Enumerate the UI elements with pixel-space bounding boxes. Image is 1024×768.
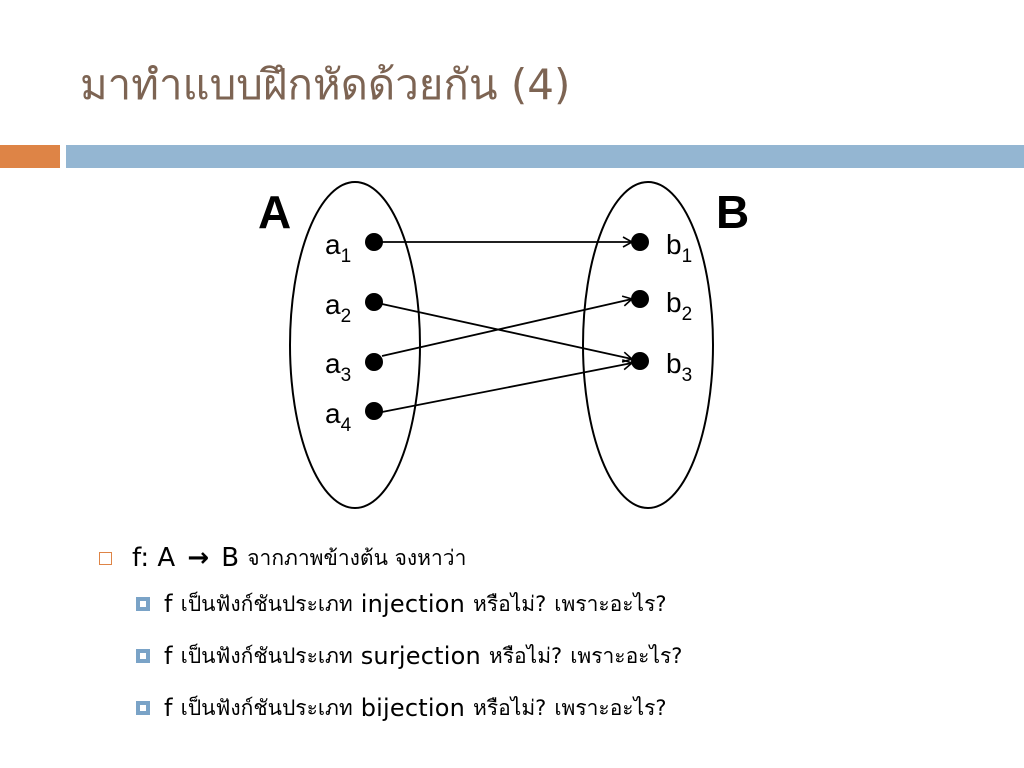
function-name: f: <box>132 543 150 573</box>
element-a3: a3 <box>325 348 351 386</box>
question-why: เพราะอะไร? <box>554 695 667 720</box>
element-a2: a2 <box>325 289 351 327</box>
element-b3: b3 <box>666 348 692 386</box>
element-a4: a4 <box>325 398 352 436</box>
dot-b2 <box>631 290 649 308</box>
bullet-prefix: เป็นฟังก์ชันประเภท <box>180 591 353 616</box>
bullet-list: f: A → B จากภาพข้างต้น จงหาว่า f เป็นฟัง… <box>96 538 996 734</box>
element-b2: b2 <box>666 287 692 325</box>
bullet-sub-bijection: f เป็นฟังก์ชันประเภท bijection หรือไม่? … <box>136 682 996 734</box>
function-kind: bijection <box>360 694 466 722</box>
set-b-ellipse <box>582 181 714 509</box>
bullet-main-text: จากภาพข้างต้น จงหาว่า <box>247 545 467 570</box>
header-bar-accent <box>0 145 60 168</box>
dot-a2 <box>365 293 383 311</box>
question-why: เพราะอะไร? <box>570 643 683 668</box>
function-name: f <box>164 590 173 618</box>
question-whether: หรือไม่? <box>473 695 547 720</box>
arrow-a2-b3 <box>381 303 634 363</box>
right-arrow-icon: → <box>187 543 210 573</box>
arrow-a4-b3 <box>381 359 634 413</box>
square-bullet-icon <box>136 701 150 715</box>
question-whether: หรือไม่? <box>473 591 547 616</box>
square-bullet-icon <box>136 597 150 611</box>
set-a-label: A <box>258 186 291 238</box>
function-kind: injection <box>360 590 465 618</box>
bullet-main: f: A → B จากภาพข้างต้น จงหาว่า <box>96 538 996 578</box>
domain-label: A <box>157 543 176 573</box>
codomain-label: B <box>221 543 240 573</box>
function-kind: surjection <box>360 642 481 670</box>
bullet-prefix: เป็นฟังก์ชันประเภท <box>180 643 353 668</box>
question-why: เพราะอะไร? <box>554 591 667 616</box>
dot-b1 <box>631 233 649 251</box>
dot-b3 <box>631 352 649 370</box>
bullet-prefix: เป็นฟังก์ชันประเภท <box>180 695 353 720</box>
set-a-ellipse <box>289 181 421 509</box>
function-name: f <box>164 694 173 722</box>
bullet-sub-injection: f เป็นฟังก์ชันประเภท injection หรือไม่? … <box>136 578 996 630</box>
arrow-a3-b2 <box>381 295 634 357</box>
function-name: f <box>164 642 173 670</box>
dot-a1 <box>365 233 383 251</box>
slide-title: มาทำแบบฝึกหัดด้วยกัน (4) <box>80 60 571 109</box>
dot-a3 <box>365 353 383 371</box>
element-b1: b1 <box>666 229 692 267</box>
hollow-square-bullet-icon <box>99 551 112 565</box>
set-b-label: B <box>716 186 749 238</box>
header-bar <box>66 145 1024 168</box>
question-whether: หรือไม่? <box>488 643 563 668</box>
bullet-sub-surjection: f เป็นฟังก์ชันประเภท surjection หรือไม่?… <box>136 630 996 682</box>
square-bullet-icon <box>136 649 150 663</box>
element-a1: a1 <box>325 229 351 267</box>
dot-a4 <box>365 402 383 420</box>
